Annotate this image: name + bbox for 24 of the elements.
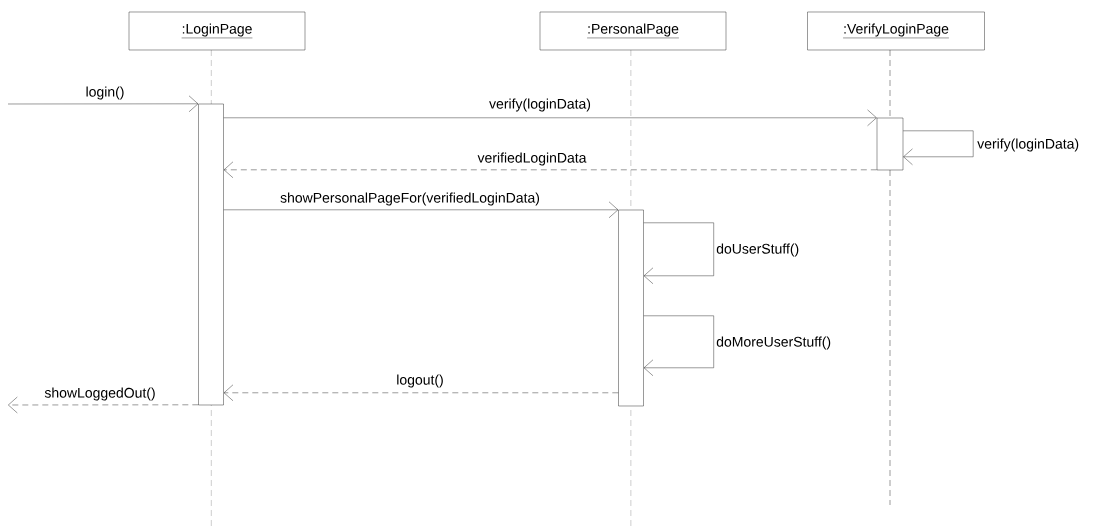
message-label: logout()	[395, 373, 445, 389]
message-arrow	[903, 130, 974, 165]
activation-bar	[876, 117, 904, 171]
message-label: showPersonalPageFor(verifiedLoginData)	[279, 191, 541, 207]
message-label: login()	[84, 85, 126, 101]
message-label: verify(loginData)	[488, 97, 592, 113]
message-label: showLoggedOut()	[43, 386, 157, 402]
message-arrow	[643, 222, 714, 284]
message-arrow	[643, 315, 714, 376]
message-arrow	[7, 95, 199, 112]
message-arrow	[223, 109, 877, 126]
object-box: :PersonalPage	[539, 11, 727, 51]
object-box: :LoginPage	[128, 11, 306, 51]
message-arrow	[223, 161, 877, 178]
activation-bar	[618, 209, 644, 407]
message-arrow	[223, 201, 619, 218]
object-box: :VerifyLoginPage	[807, 11, 985, 51]
message-arrow	[8, 396, 199, 414]
message-label: doUserStuff()	[715, 242, 801, 258]
message-label: verifiedLoginData	[476, 151, 588, 167]
message-label: verify(loginData)	[976, 137, 1081, 153]
message-label: doMoreUserStuff()	[715, 335, 833, 351]
activation-bar	[198, 103, 224, 406]
message-arrow	[223, 384, 619, 401]
